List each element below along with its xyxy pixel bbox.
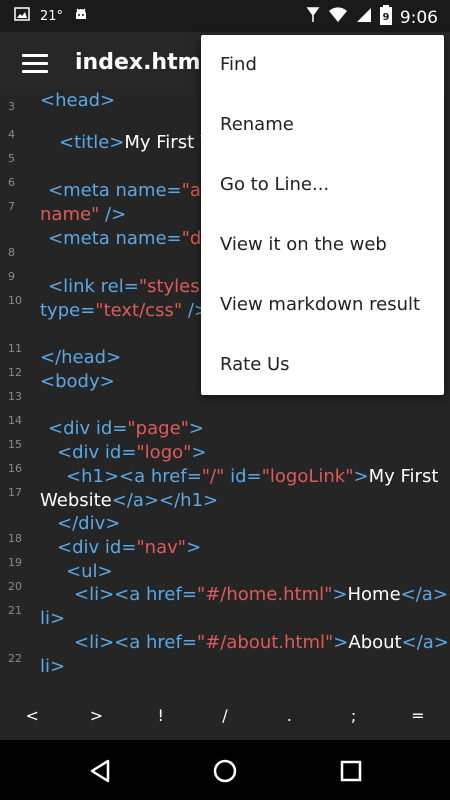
code-line-3: <head> <box>40 90 116 111</box>
menu-item-rename[interactable]: Rename <box>220 114 294 135</box>
line-number: 6 <box>8 176 15 189</box>
menu-hamburger-icon[interactable] <box>22 54 48 74</box>
line-number: 19 <box>8 556 22 569</box>
line-number: 17 <box>8 486 22 499</box>
signal-icon <box>306 7 320 28</box>
line-number: 22 <box>8 652 22 665</box>
line-number: 13 <box>8 390 22 403</box>
temperature-text: 21° <box>40 8 64 24</box>
line-number: 3 <box>8 100 15 113</box>
line-number: 8 <box>8 246 15 259</box>
code-line-13: <body> <box>40 371 115 392</box>
code-line-5: <title>My First W <box>59 132 218 153</box>
code-line-17-wrap: Website</a></h1> <box>40 490 219 511</box>
code-line-8: <meta name="des <box>48 228 222 249</box>
system-navigation-bar <box>0 740 450 800</box>
wifi-icon <box>328 7 348 28</box>
line-number: 11 <box>8 342 22 355</box>
code-line-20: <ul> <box>66 561 113 582</box>
line-number: 9 <box>8 270 15 283</box>
code-line-17: <h1><a href="/" id="logoLink">My First <box>66 466 439 487</box>
symbol-key[interactable]: ; <box>350 705 357 725</box>
line-number: 21 <box>8 604 22 617</box>
line-number: 20 <box>8 580 22 593</box>
code-line-19: <div id="nav"> <box>57 537 202 558</box>
code-line-10-wrap: type="text/css" /> <box>40 300 209 321</box>
line-number: 15 <box>8 438 22 451</box>
line-number: 18 <box>8 532 22 545</box>
code-line-12: </head> <box>40 347 122 368</box>
code-line-21-wrap: li> <box>40 608 66 629</box>
menu-item-find[interactable]: Find <box>220 54 257 75</box>
image-notification-icon <box>14 7 30 25</box>
status-bar: 21° 9 9:06 <box>0 0 450 32</box>
clock-text: 9:06 <box>399 7 438 28</box>
code-line-7-wrap: name" /> <box>40 204 127 225</box>
code-line-21: <li><a href="#/home.html">Home</a></ <box>74 584 450 605</box>
symbol-key[interactable]: . <box>286 705 292 725</box>
symbol-key[interactable]: ! <box>157 705 164 725</box>
menu-item-view-on-web[interactable]: View it on the web <box>220 234 387 255</box>
code-line-10: <link rel="styleshe <box>48 276 223 297</box>
code-line-22: <li><a href="#/about.html">About</a></ <box>74 632 450 653</box>
back-icon[interactable] <box>88 758 114 784</box>
recents-icon[interactable] <box>338 758 364 784</box>
line-number: 10 <box>8 294 22 307</box>
file-title: index.html <box>75 50 209 75</box>
menu-item-view-markdown[interactable]: View markdown result <box>220 294 421 315</box>
svg-text:9: 9 <box>382 12 389 23</box>
code-line-22-wrap: li> <box>40 656 66 677</box>
symbol-key[interactable]: / <box>222 705 228 725</box>
symbol-shortcut-bar: < >! /.; = <box>0 690 450 740</box>
line-number: 16 <box>8 462 22 475</box>
menu-item-rate-us[interactable]: Rate Us <box>220 354 290 375</box>
battery-icon: 9 <box>379 5 392 30</box>
line-number: 5 <box>8 152 15 165</box>
code-line-18: </div> <box>57 513 121 534</box>
code-line-16: <div id="logo"> <box>57 442 207 463</box>
line-number: 4 <box>8 128 15 141</box>
symbol-key[interactable]: > <box>89 705 104 725</box>
line-number: 7 <box>8 200 15 213</box>
menu-item-go-to-line[interactable]: Go to Line... <box>220 174 330 195</box>
symbol-key[interactable]: < <box>25 705 39 725</box>
line-number: 12 <box>8 366 22 379</box>
symbol-key[interactable]: = <box>411 705 425 725</box>
cell-signal-icon <box>356 7 372 28</box>
code-line-7: <meta name="aut <box>48 180 219 201</box>
home-icon[interactable] <box>212 758 238 784</box>
code-line-15: <div id="page"> <box>48 418 205 439</box>
line-number: 14 <box>8 414 22 427</box>
android-notification-icon <box>73 6 89 26</box>
